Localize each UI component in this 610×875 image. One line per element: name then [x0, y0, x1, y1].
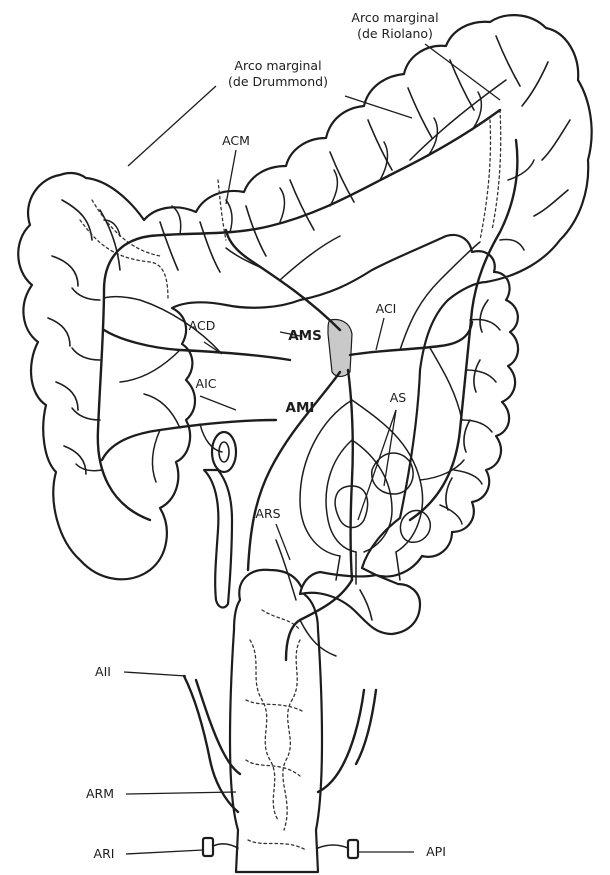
label-drummond-2: (de Drummond)	[228, 74, 328, 89]
label-acm: ACM	[222, 133, 250, 148]
label-ams: AMS	[288, 328, 322, 344]
ars-leader	[276, 524, 290, 560]
label-ari: ARI	[94, 846, 115, 861]
label-api: API	[426, 844, 446, 859]
drummond-leader-left	[128, 86, 216, 166]
label-ars: ARS	[255, 506, 280, 521]
label-as: AS	[390, 390, 407, 405]
as-leader	[358, 410, 396, 520]
label-riolano-2: (de Riolano)	[357, 26, 433, 41]
as-leader	[384, 410, 396, 486]
label-aci: ACI	[376, 301, 397, 316]
ari-leader	[126, 850, 203, 854]
label-aic: AIC	[196, 376, 217, 391]
label-arm: ARM	[86, 786, 114, 801]
label-aii: AII	[95, 664, 111, 679]
right-iliac-vessel	[318, 690, 364, 792]
arm-leader	[126, 792, 236, 794]
ari-clamp	[203, 838, 213, 856]
label-ami: AMI	[286, 400, 315, 416]
label-acd: ACD	[189, 318, 216, 333]
right-rectal-vessel	[356, 690, 376, 764]
aci-leader	[376, 318, 384, 350]
label-drummond-1: Arco marginal	[234, 58, 321, 73]
appendix	[204, 470, 232, 607]
aic-leader	[200, 396, 236, 410]
as-arcade	[300, 400, 352, 556]
aii-leader	[124, 672, 186, 676]
label-riolano-1: Arco marginal	[351, 10, 438, 25]
api-clamp	[348, 840, 358, 858]
ams-origin	[328, 320, 352, 377]
ileum-cut	[212, 432, 236, 472]
colon	[18, 15, 591, 872]
